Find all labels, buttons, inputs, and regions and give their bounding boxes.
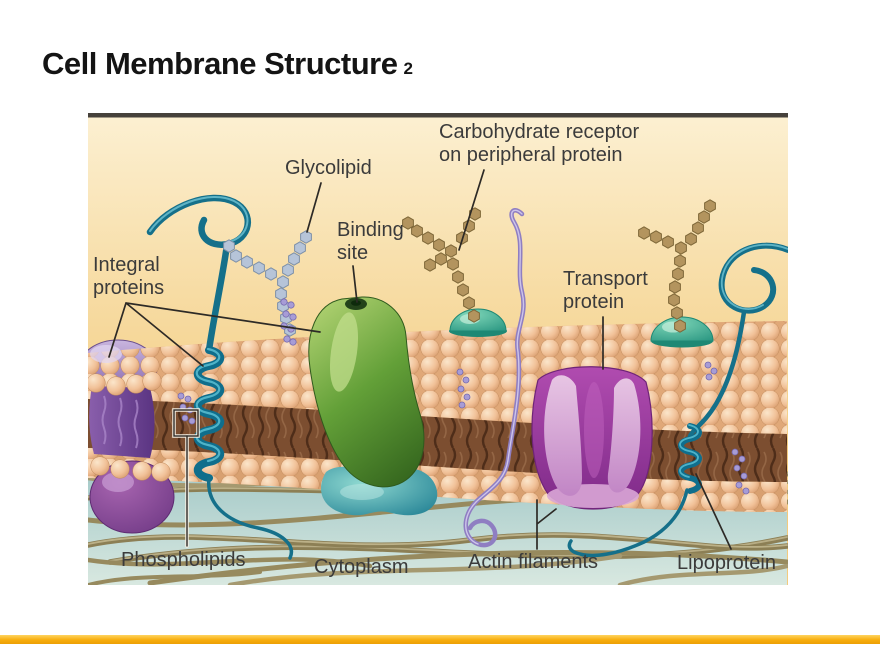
integral-protein-coil (146, 194, 294, 560)
membrane-diagram: Glycolipid Carbohydrate receptor on peri… (88, 113, 788, 585)
label-binding-site: Binding site (337, 219, 404, 264)
transport-protein-shape (531, 366, 653, 510)
slide-title-text: Cell Membrane Structure (42, 46, 398, 81)
slide-title-index: 2 (403, 59, 413, 78)
label-phospholipids: Phospholipids (121, 549, 246, 571)
slide-title: Cell Membrane Structure 2 (42, 46, 413, 81)
label-glycolipid: Glycolipid (285, 157, 372, 179)
accent-bar (0, 635, 880, 644)
lipoprotein-coil (678, 423, 702, 494)
leader-lines (108, 169, 732, 550)
integral-protein-purple (88, 345, 175, 534)
leader-integral-proteins (108, 302, 321, 367)
diagram-top-border (88, 113, 788, 118)
leader-actin-filaments (536, 499, 557, 550)
leader-carbohydrate-receptor (458, 169, 485, 251)
leader-binding-site (352, 265, 358, 303)
purple-filament (463, 208, 526, 548)
label-transport-protein: Transport protein (563, 268, 648, 313)
membrane-illustration (88, 113, 788, 585)
label-lipoprotein: Lipoprotein (677, 552, 776, 574)
leader-lipoprotein (695, 473, 732, 550)
label-actin-filaments: Actin filaments (468, 551, 599, 573)
green-protein (308, 296, 438, 516)
label-cytoplasm: Cytoplasm (314, 556, 409, 578)
leader-glycolipid (306, 182, 322, 233)
label-carbohydrate-receptor: Carbohydrate receptor on peripheral prot… (439, 121, 640, 166)
label-integral-proteins: Integral proteins (93, 254, 165, 299)
right-filament (567, 242, 788, 558)
membrane-molecule-clusters (177, 298, 750, 495)
